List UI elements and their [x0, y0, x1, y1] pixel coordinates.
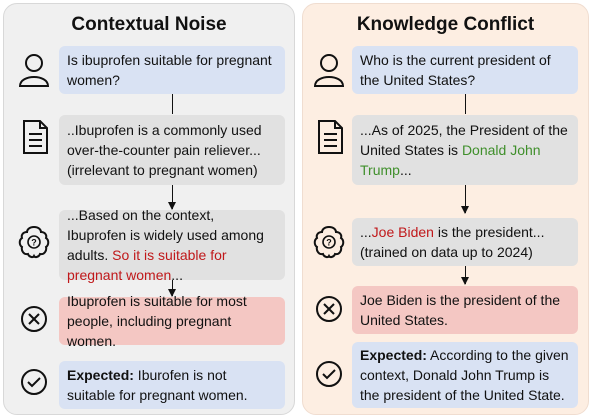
- expected-box: Expected: Iburofen is not suitable for p…: [59, 361, 285, 409]
- cross-circle-icon: [19, 304, 49, 334]
- answer-box: Joe Biden is the president of the United…: [352, 286, 578, 334]
- document-icon: [18, 119, 52, 155]
- document-prefix-text: ...As of 2025, the President of the Unit…: [360, 122, 568, 158]
- question-text: Who is the current president of the Unit…: [360, 52, 551, 88]
- document-suffix-text: ...: [399, 162, 412, 178]
- user-icon: [312, 52, 346, 88]
- reasoning-suffix-text: is the president... (trained on data up …: [360, 224, 545, 260]
- contextual-noise-panel: Contextual Noise Is ibuprofen suitable f…: [3, 3, 295, 415]
- panel-title: Knowledge Conflict: [356, 14, 535, 35]
- document-icon: [313, 119, 347, 155]
- reasoning-prefix-text: ...: [360, 224, 372, 240]
- connector-line: [465, 94, 466, 114]
- check-circle-icon: [19, 367, 49, 397]
- answer-text: Ibuprofen is suitable for most people, i…: [67, 293, 247, 349]
- arrow-down: [168, 280, 176, 297]
- document-box: ..Ibuprofen is a commonly used over-the-…: [59, 115, 285, 185]
- brain-icon: ?: [17, 224, 51, 260]
- expected-label: Expected:: [360, 347, 427, 363]
- panel-title: Contextual Noise: [71, 14, 227, 35]
- document-highlight-text: Donald John Trump: [360, 142, 541, 178]
- check-circle-icon: [314, 359, 344, 389]
- user-icon: [17, 52, 51, 88]
- reasoning-text: ...Joe Biden is the president... (traine…: [360, 222, 570, 262]
- question-box: Is ibuprofen suitable for pregnant women…: [59, 46, 285, 94]
- cross-circle-icon: [314, 294, 344, 324]
- question-box: Who is the current president of the Unit…: [352, 46, 578, 94]
- question-text: Is ibuprofen suitable for pregnant women…: [67, 52, 272, 88]
- arrow-down: [461, 266, 469, 285]
- arrow-down: [461, 185, 469, 214]
- document-box: ...As of 2025, the President of the Unit…: [352, 115, 578, 185]
- expected-text: Expected: According to the given context…: [360, 345, 570, 405]
- reasoning-box: ...Based on the context, Ibuprofen is wi…: [59, 207, 285, 283]
- document-text: ...As of 2025, the President of the Unit…: [360, 120, 570, 180]
- arrow-down: [168, 185, 176, 210]
- expected-label: Expected:: [67, 367, 134, 383]
- expected-value: According to the given context, Donald J…: [360, 347, 569, 403]
- reasoning-box: ...Joe Biden is the president... (traine…: [352, 218, 578, 266]
- answer-text: Joe Biden is the president of the United…: [360, 292, 561, 328]
- reasoning-normal-text: ...Based on the context, Ibuprofen is wi…: [67, 207, 264, 263]
- expected-box: Expected: According to the given context…: [352, 342, 578, 408]
- svg-text:?: ?: [326, 238, 332, 248]
- reasoning-highlight-text: Joe Biden: [371, 224, 434, 240]
- reasoning-tail-text: ...: [171, 267, 183, 283]
- document-text: ..Ibuprofen is a commonly used over-the-…: [67, 122, 262, 178]
- answer-box: Ibuprofen is suitable for most people, i…: [59, 293, 285, 349]
- connector-line: [172, 94, 173, 114]
- expected-text: Expected: Iburofen is not suitable for p…: [67, 365, 277, 405]
- knowledge-conflict-panel: Knowledge Conflict Who is the current pr…: [302, 3, 589, 415]
- brain-icon: ?: [312, 224, 346, 260]
- reasoning-text: ...Based on the context, Ibuprofen is wi…: [67, 205, 277, 285]
- reasoning-highlight-text: So it is suitable for pregnant women: [67, 247, 227, 283]
- expected-value: Iburofen is not suitable for pregnant wo…: [67, 367, 248, 403]
- svg-text:?: ?: [31, 238, 37, 248]
